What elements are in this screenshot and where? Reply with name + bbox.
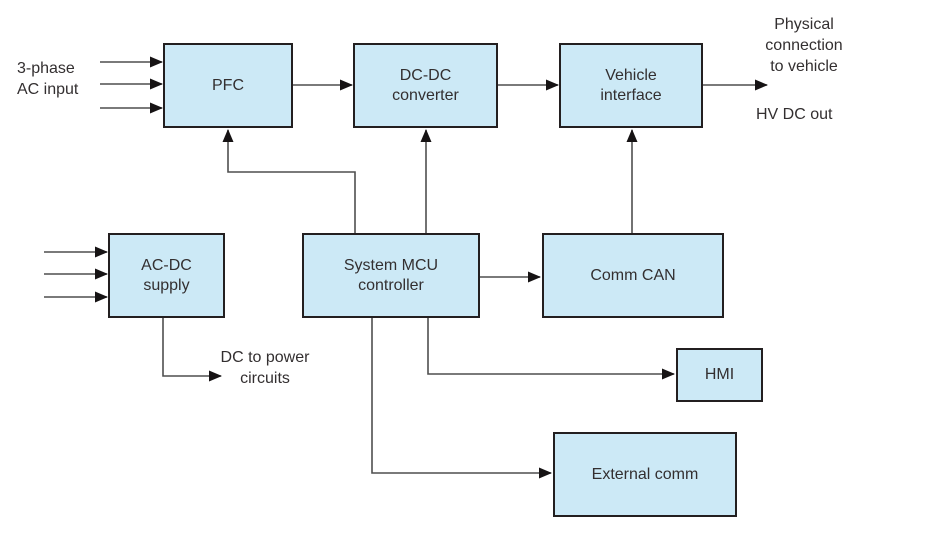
block-comm-can: Comm CAN <box>542 233 724 318</box>
block-pfc: PFC <box>163 43 293 128</box>
block-external-comm: External comm <box>553 432 737 517</box>
block-dcdc-converter: DC-DC converter <box>353 43 498 128</box>
label-dc-to-power-circuits: DC to power circuits <box>220 349 310 387</box>
label-physical-connection-to-vehicle: Physical connection to vehicle <box>765 16 843 75</box>
block-system-mcu-controller: System MCU controller <box>302 233 480 318</box>
label-3-phase-ac-input: 3-phase AC input <box>17 60 79 98</box>
arrow-mcu-to-pfc <box>222 129 356 233</box>
block-hmi: HMI <box>676 348 763 402</box>
arrow-acdc-to-power-circuits <box>162 317 222 382</box>
block-vehicle-interface: Vehicle interface <box>559 43 703 128</box>
block-acdc-supply: AC-DC supply <box>108 233 225 318</box>
arrow-mcu-to-external-comm <box>371 317 552 479</box>
label-hv-dc-out: HV DC out <box>756 106 833 123</box>
arrow-mcu-to-hmi <box>427 317 675 380</box>
